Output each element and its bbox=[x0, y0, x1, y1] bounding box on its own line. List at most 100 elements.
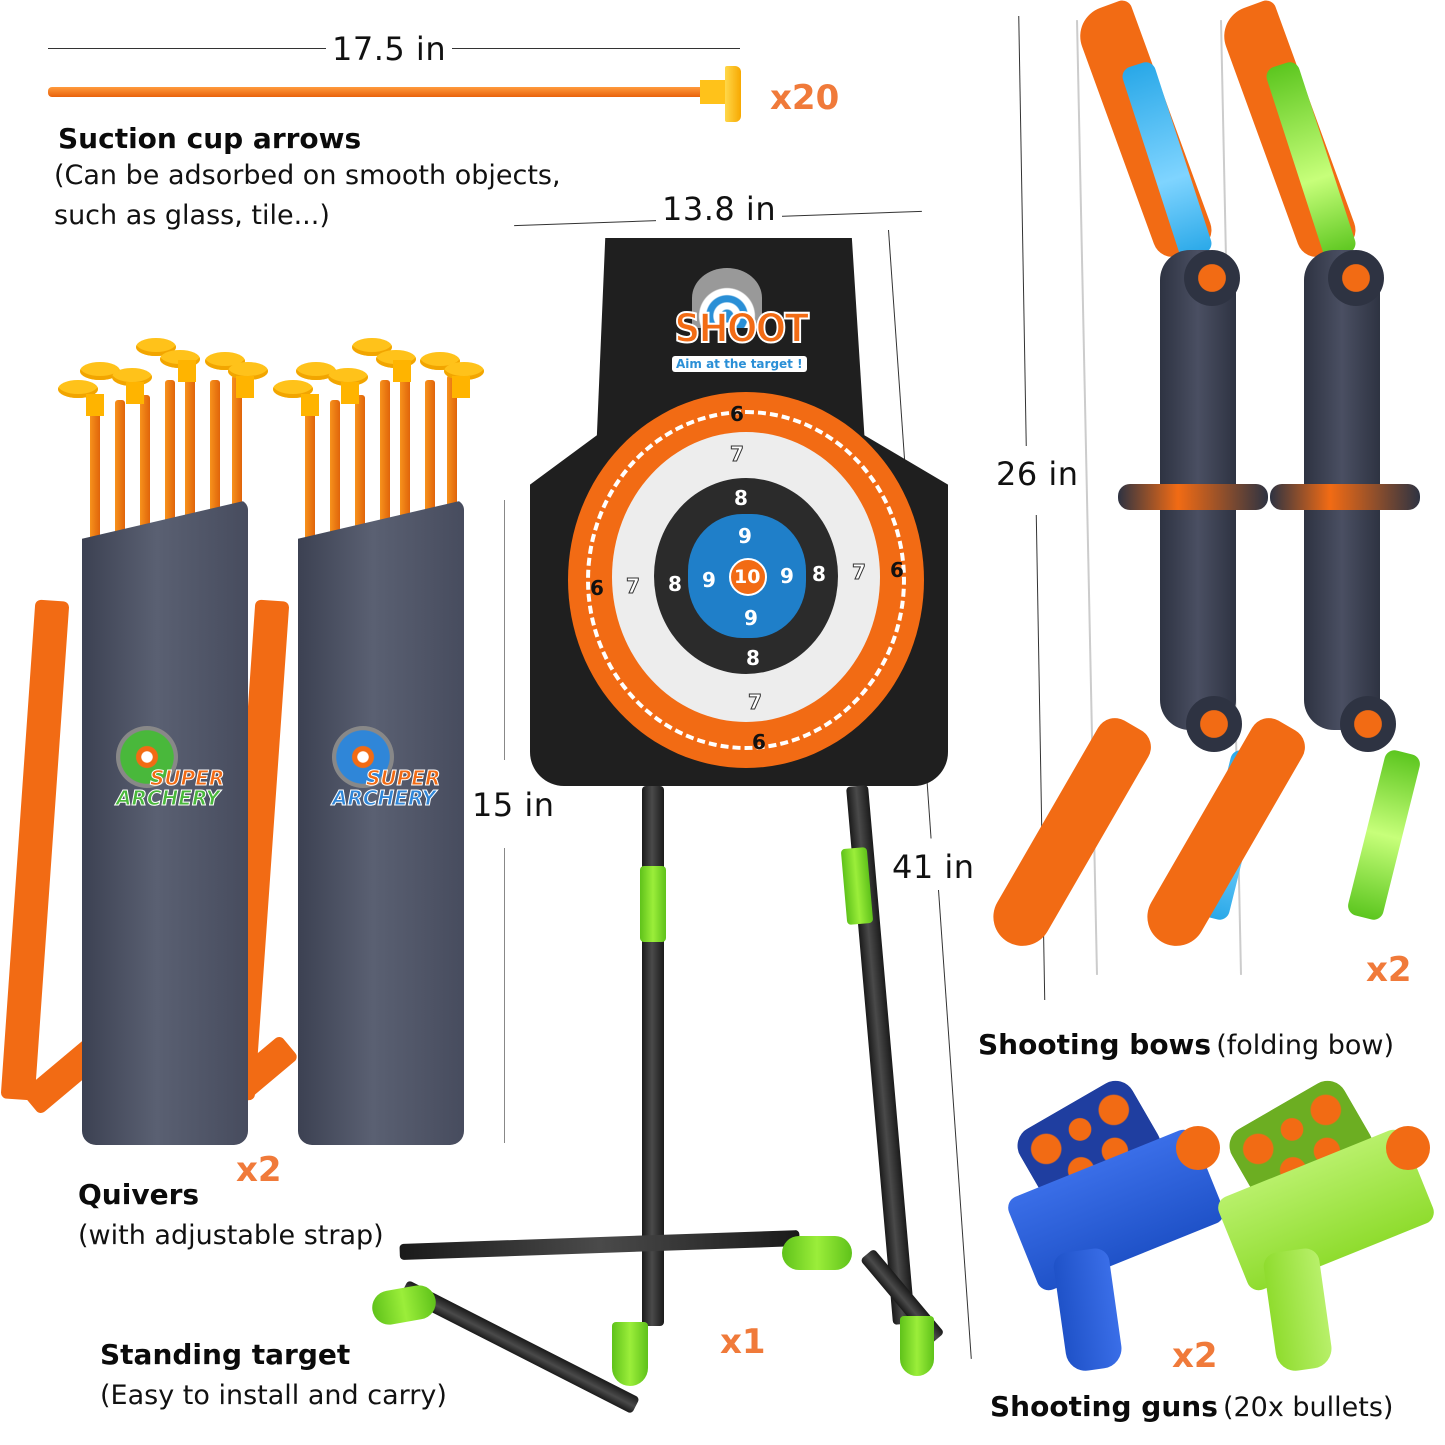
quiver-left-target-logo bbox=[116, 726, 178, 788]
ring-8-left: 8 bbox=[668, 572, 682, 596]
quiver-arrow bbox=[330, 400, 340, 540]
suction-cup bbox=[296, 362, 336, 380]
ring-9-right: 9 bbox=[780, 564, 794, 588]
quiver-arrow bbox=[140, 395, 150, 545]
gun-blue-barrel-tip bbox=[1176, 1126, 1220, 1170]
suction-cup-neck bbox=[86, 394, 104, 416]
stand-corner-right-foot bbox=[900, 1316, 934, 1376]
quiver-arrow bbox=[210, 380, 220, 530]
suction-cup-neck bbox=[301, 394, 319, 416]
ring-7-right: 7 bbox=[852, 560, 867, 585]
target-board-height-line-lower bbox=[504, 848, 505, 1143]
target-total-height-line-lower bbox=[938, 889, 972, 1359]
suction-cup-neck bbox=[341, 382, 359, 404]
suction-cup bbox=[228, 362, 268, 380]
arrow-quantity: x20 bbox=[770, 78, 840, 118]
suction-cup bbox=[112, 368, 152, 386]
shoot-logo-title: SHOOT bbox=[673, 305, 809, 353]
quivers-quantity: x2 bbox=[236, 1150, 282, 1190]
arrow-shaft bbox=[48, 87, 713, 97]
guns-caption: Shooting guns (20x bullets) bbox=[990, 1388, 1393, 1428]
ring-8-right: 8 bbox=[812, 562, 826, 586]
ring-7-bottom: 7 bbox=[748, 690, 763, 715]
ring-9-left: 9 bbox=[702, 568, 716, 592]
quiver-right bbox=[298, 500, 464, 1145]
quiver-left-label-top: SUPER bbox=[149, 766, 225, 790]
bows-caption: Shooting bows (folding bow) bbox=[978, 1026, 1394, 1066]
target-bullseye bbox=[729, 558, 767, 596]
target-total-height-label: 41 in bbox=[886, 848, 981, 886]
quiver-arrow bbox=[305, 410, 315, 550]
quivers-title: Quivers bbox=[78, 1178, 200, 1211]
quivers-description: (with adjustable strap) bbox=[78, 1220, 384, 1251]
bows-description: (folding bow) bbox=[1216, 1030, 1394, 1061]
quiver-arrow bbox=[380, 380, 390, 530]
bow-green-arrow-rest bbox=[1270, 484, 1420, 510]
ring-8-bottom: 8 bbox=[746, 646, 760, 670]
target-quantity: x1 bbox=[720, 1322, 766, 1362]
bow-green-hinge-top bbox=[1328, 250, 1384, 306]
target-face-tick-ring bbox=[586, 410, 906, 750]
bow-blue-arrow-rest bbox=[1118, 484, 1268, 510]
ring-8-top: 8 bbox=[734, 486, 748, 510]
quiver-arrow bbox=[400, 360, 410, 530]
suction-cup bbox=[444, 362, 484, 380]
stand-base-back bbox=[399, 1230, 800, 1260]
stand-corner-back-right bbox=[782, 1236, 852, 1270]
suction-cup-neck bbox=[452, 376, 470, 398]
gun-green-handle bbox=[1261, 1246, 1335, 1374]
quiver-arrow bbox=[165, 380, 175, 530]
target-board-height-label: 15 in bbox=[466, 786, 561, 824]
stand-corner-left bbox=[369, 1282, 439, 1328]
bow-green-hinge-bottom bbox=[1340, 696, 1396, 752]
target-title: Standing target bbox=[100, 1338, 351, 1371]
ring-6-bottom: 6 bbox=[752, 730, 766, 754]
bow-blue-hinge-bottom bbox=[1186, 696, 1242, 752]
bow-height-line-upper bbox=[1018, 16, 1027, 446]
bow-blue-hinge-top bbox=[1184, 250, 1240, 306]
quiver-left-label-bottom: ARCHERY bbox=[115, 786, 221, 810]
ring-6-right: 6 bbox=[890, 558, 904, 582]
gun-blue-handle bbox=[1051, 1246, 1125, 1374]
suction-cup bbox=[80, 362, 120, 380]
arrow-cup-neck bbox=[700, 80, 726, 104]
quiver-right-label-bottom: ARCHERY bbox=[331, 786, 437, 810]
gun-green-barrel-tip bbox=[1386, 1126, 1430, 1170]
suction-cup bbox=[58, 380, 98, 398]
quiver-right-label-top: SUPER bbox=[365, 766, 441, 790]
bow-blue-lower-limb bbox=[982, 711, 1158, 957]
ring-9-top: 9 bbox=[738, 524, 752, 548]
quiver-arrow bbox=[115, 400, 125, 540]
suction-cup-neck bbox=[126, 382, 144, 404]
quiver-arrow bbox=[447, 375, 457, 525]
bow-green-lower-light bbox=[1345, 748, 1423, 922]
ring-9-bottom: 9 bbox=[744, 606, 758, 630]
ring-7-left: 7 bbox=[626, 574, 641, 599]
quiver-arrow bbox=[90, 410, 100, 550]
arrow-suction-cup bbox=[725, 66, 741, 122]
stand-connector-left bbox=[640, 866, 666, 942]
guns-quantity: x2 bbox=[1172, 1336, 1218, 1376]
quiver-right-target-logo bbox=[332, 726, 394, 788]
quiver-arrow bbox=[232, 375, 242, 525]
suction-cup-neck bbox=[393, 360, 411, 382]
suction-cup bbox=[328, 368, 368, 386]
shoot-logo-target-icon bbox=[692, 268, 762, 328]
quiver-arrow bbox=[425, 380, 435, 530]
ring-6-left: 6 bbox=[590, 576, 604, 600]
shoot-logo-subtitle: Aim at the target ! bbox=[672, 356, 807, 372]
ring-10-bullseye: 10 bbox=[734, 566, 761, 588]
quiver-arrow bbox=[185, 360, 195, 530]
target-description: (Easy to install and carry) bbox=[100, 1380, 447, 1411]
ring-6-top: 6 bbox=[730, 402, 744, 426]
stand-corner-front bbox=[612, 1322, 648, 1386]
suction-cup bbox=[273, 380, 313, 398]
bows-quantity: x2 bbox=[1366, 950, 1412, 990]
arrows-description-line1: (Can be adsorbed on smooth objects, bbox=[54, 160, 561, 191]
guns-title: Shooting guns bbox=[990, 1390, 1218, 1423]
arrows-description-line2: such as glass, tile...) bbox=[54, 200, 330, 231]
quiver-strap-left bbox=[0, 599, 70, 1101]
quiver-left bbox=[82, 500, 248, 1145]
guns-description: (20x bullets) bbox=[1222, 1392, 1394, 1423]
quiver-arrow bbox=[355, 395, 365, 545]
